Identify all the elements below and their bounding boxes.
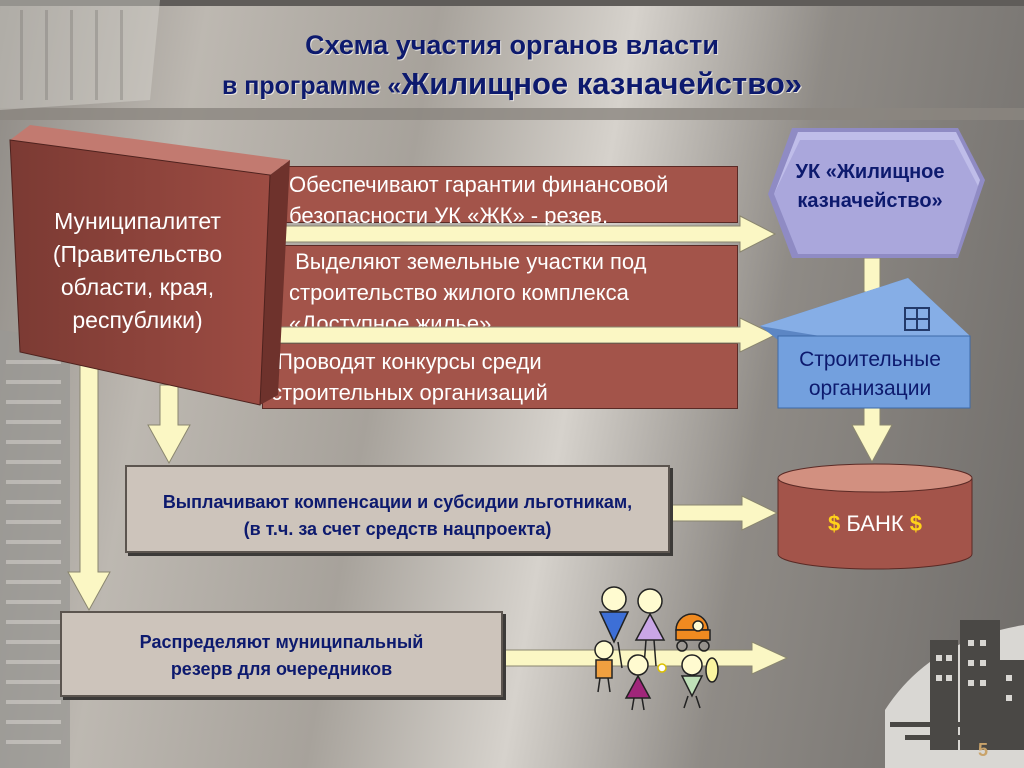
contests-line2: строительных организаций [271,380,548,405]
dollar-sign-left: $ [827,511,841,536]
city-logo-icon [885,620,1024,768]
builders-house-shape [760,278,971,409]
skyscraper-background [0,0,160,768]
family-figures-icon [594,586,719,711]
land-line2: строительство жилого комплекса [289,280,629,305]
bank-cylinder-shape [777,463,973,570]
contests-line1: Проводят конкурсы среди [271,349,542,374]
dollar-sign-right: $ [909,511,923,536]
page-number: 5 [978,740,989,760]
arrow-to-builders [277,317,777,353]
uk-hexagon-shape [768,128,985,258]
municipality-line2: (Правительство [52,241,223,267]
reserve-box: Распределяют муниципальный резерв для оч… [60,611,503,697]
bank-label: $ БАНК $ [780,511,970,537]
title-program-name: Жилищное казначейство [401,66,785,101]
municipality-line3: области, края, [60,274,215,300]
reserve-line2: резерв для очередников [170,659,393,679]
title-prefix: в программе « [221,72,402,100]
compensation-line1: Выплачивают компенсации и субсидии льгот… [162,492,633,512]
uk-line1: УК «Жилищное [795,161,945,183]
builders-label: Строительные организации [770,345,970,403]
arrow-down-bank [851,407,893,464]
land-box: Выделяют земельные участки под строитель… [280,245,738,336]
compensation-box: Выплачивают компенсации и субсидии льгот… [125,465,670,553]
guarantees-box: Обеспечивают гарантии финансовой безопас… [280,166,738,228]
uk-line2: казначейство» [797,190,943,212]
arrow-down-compensation [147,384,191,465]
municipality-label: Муниципалитет (Правительство области, кр… [30,205,245,337]
guarantees-line1: Обеспечивают гарантии финансовой [289,172,669,197]
reserve-line1: Распределяют муниципальный [139,632,424,652]
land-line1: Выделяют земельные участки под [289,249,647,274]
stroller-icon [675,613,711,652]
arrow-down-reserve [67,357,111,612]
arrow-to-bank [669,495,779,531]
builders-line2: организации [808,377,932,400]
slide-title-line2: в программе «Жилищное казначейство» [0,66,1024,102]
title-suffix: » [784,66,803,101]
municipality-block [9,125,290,406]
uk-label: УК «Жилищное казначейство» [770,158,970,216]
contests-box: Проводят конкурсы среди строительных орг… [262,343,738,409]
bank-text: БАНК [840,511,910,536]
window-icon [904,307,930,331]
slide-title-line1: Схема участия органов власти [305,30,719,60]
uk-builders-connector [863,257,881,293]
guarantees-line2: безопасности УК «ЖК» - резев. [289,203,609,228]
builders-line1: Строительные [799,348,941,371]
compensation-line2: (в т.ч. за счет средств нацпроекта) [243,519,552,539]
municipality-line1: Муниципалитет [54,208,221,234]
arrow-to-uk [281,215,777,253]
municipality-line4: республики) [72,307,203,333]
